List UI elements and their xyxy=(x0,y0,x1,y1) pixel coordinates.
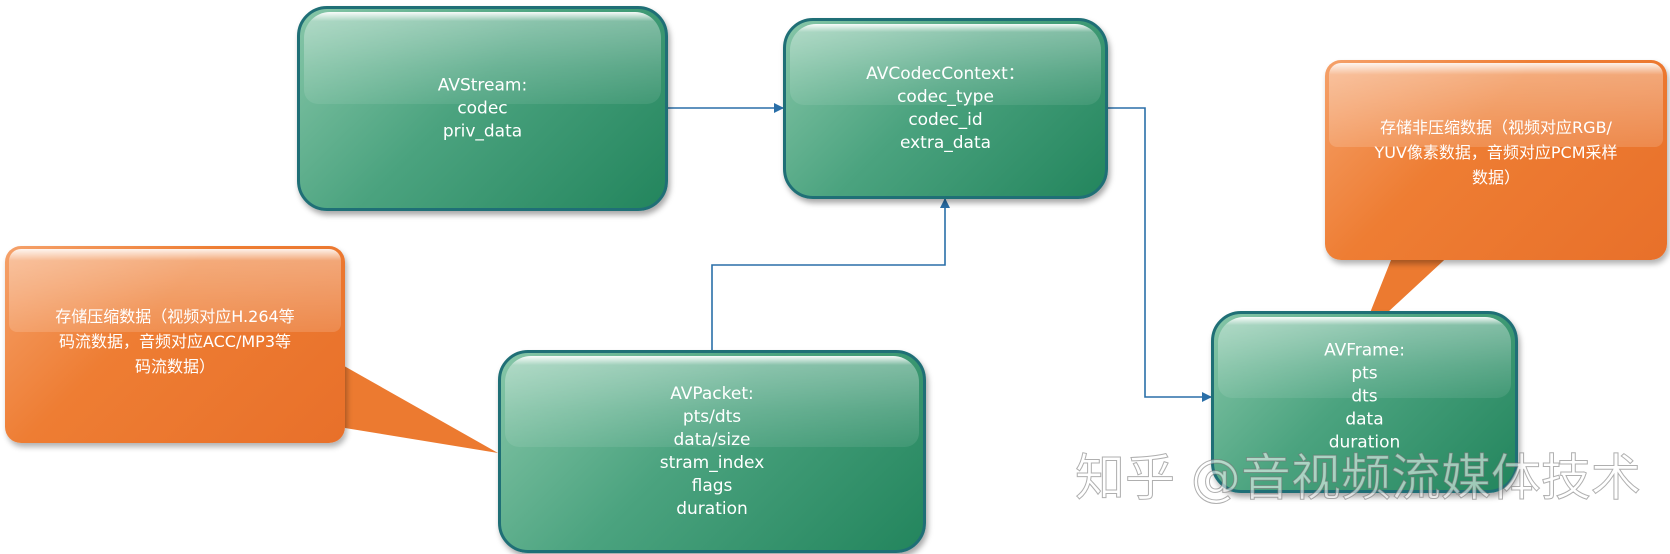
node-field: duration xyxy=(676,498,748,519)
node-gloss xyxy=(505,356,919,447)
node-field: pts/dts xyxy=(682,406,742,427)
node-label: AVStream: xyxy=(437,75,528,95)
callout-line: YUV像素数据，音频对应PCM采样 xyxy=(1374,143,1618,162)
node-field: data/size xyxy=(673,429,751,450)
node-field: dts xyxy=(1351,386,1378,407)
node-field: priv_data xyxy=(442,121,523,141)
edge-avcodeccontext-to-avframe xyxy=(1108,107,1212,402)
callout-tail-compressed xyxy=(330,358,498,453)
edge-avpacket-to-avcodeccontext xyxy=(711,198,950,350)
node-field: extra_data xyxy=(899,132,992,153)
callout-line: 码流数据，音频对应ACC/MP3等 xyxy=(58,332,292,351)
callout-line: 数据） xyxy=(1471,168,1520,187)
node-gloss xyxy=(304,12,661,104)
node-gloss xyxy=(1218,317,1511,398)
avpacket-fields: AVPacket: pts/dts data/size stram_index … xyxy=(501,383,923,521)
node-field: codec_id xyxy=(908,109,983,130)
node-field: data xyxy=(1345,409,1384,430)
avcodeccontext-node[interactable]: AVCodecContext： codec_type codec_id extr… xyxy=(783,18,1108,199)
callout-line: 码流数据） xyxy=(134,357,215,376)
node-field: stram_index xyxy=(659,452,765,473)
avframe-fields: AVFrame: pts dts data duration xyxy=(1214,339,1515,454)
callout-line: 存储压缩数据（视频对应H.264等 xyxy=(55,307,295,326)
node-label: AVPacket: xyxy=(670,383,754,404)
node-gloss xyxy=(790,24,1101,105)
watermark: 知乎 @音视频流媒体技术 xyxy=(1075,449,1642,508)
node-label: AVFrame: xyxy=(1324,340,1405,361)
avstream-node[interactable]: AVStream: codec priv_data xyxy=(297,6,668,211)
node-field: duration xyxy=(1328,432,1401,453)
callout-gloss xyxy=(9,249,341,332)
node-field: codec_type xyxy=(897,86,994,107)
avframe-node[interactable]: AVFrame: pts dts data duration xyxy=(1211,311,1518,493)
avcodeccontext-fields: AVCodecContext： codec_type codec_id extr… xyxy=(786,63,1105,155)
node-field: codec xyxy=(457,98,508,118)
callout-line: 存储非压缩数据（视频对应RGB/ xyxy=(1380,118,1612,137)
callout-uncompressed-data: 存储非压缩数据（视频对应RGB/ YUV像素数据，音频对应PCM采样 数据） xyxy=(1325,60,1667,260)
avpacket-node[interactable]: AVPacket: pts/dts data/size stram_index … xyxy=(498,350,926,553)
callout-text: 存储非压缩数据（视频对应RGB/ YUV像素数据，音频对应PCM采样 数据） xyxy=(1325,115,1667,190)
callout-gloss xyxy=(1329,63,1663,147)
callout-text: 存储压缩数据（视频对应H.264等 码流数据，音频对应ACC/MP3等 码流数据… xyxy=(5,304,345,379)
node-field: flags xyxy=(691,475,733,496)
avstream-fields: AVStream: codec priv_data xyxy=(300,74,665,143)
node-field: pts xyxy=(1351,363,1378,384)
callout-compressed-data: 存储压缩数据（视频对应H.264等 码流数据，音频对应ACC/MP3等 码流数据… xyxy=(5,246,345,443)
node-label: AVCodecContext： xyxy=(866,63,1025,84)
